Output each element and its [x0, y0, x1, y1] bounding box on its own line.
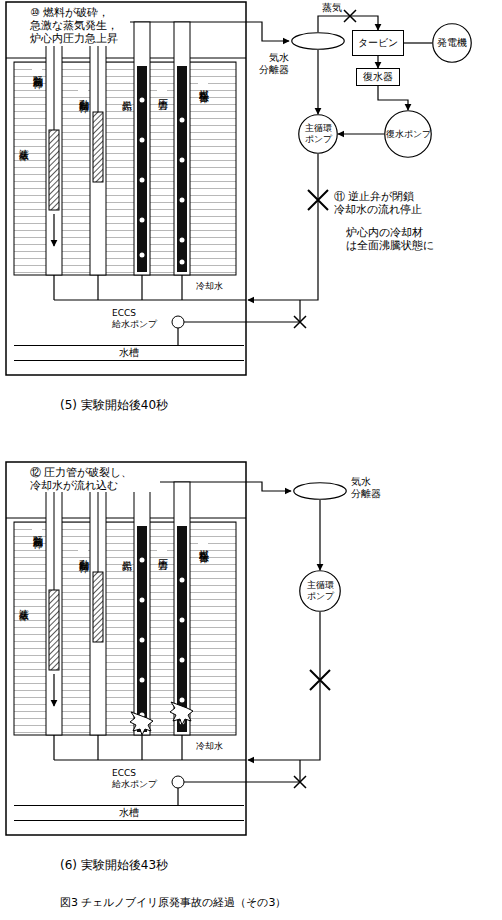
component-label: タービン	[358, 37, 398, 49]
component-label: 気水 分離器	[351, 476, 383, 500]
rupture-burst	[170, 702, 193, 725]
outlet-pipe	[236, 22, 289, 41]
part-label: 圧力管	[157, 550, 167, 555]
outline-shape	[291, 32, 345, 50]
part-label: 緊急制御棒	[32, 66, 42, 73]
water-tank: 水槽	[14, 805, 244, 821]
callout-note: ⑪ 逆止弁が閉鎖 冷却水の流れ停止	[334, 190, 459, 216]
rupture-burst	[130, 712, 153, 735]
condenser-box: 復水器	[356, 68, 400, 86]
outline-ellipse	[294, 483, 347, 500]
reactor-panel-6	[6, 462, 306, 835]
coolant-pipe	[248, 612, 320, 760]
outline-shape	[293, 482, 347, 500]
outline-ellipse	[292, 33, 345, 50]
pipe-connector	[377, 56, 378, 68]
pipe-connector	[319, 500, 320, 570]
figure-caption: 図3 チェルノブイリ原発事故の経過（その3）	[60, 896, 287, 909]
part-label: ECCS 給水ポンプ	[112, 768, 170, 790]
component-label: 気水 分離器	[257, 52, 289, 76]
part-label: 燃料集合体	[198, 80, 208, 87]
separator-drum: 気水 分離器	[291, 32, 345, 50]
part-label: 自動制御棒	[78, 550, 88, 557]
pump-symbol: 主循環 ポンプ	[298, 114, 338, 154]
reactor-panel-5	[6, 2, 306, 375]
outline-ellipse	[433, 24, 472, 63]
part-label: ECCS 給水ポンプ	[112, 308, 170, 330]
panel-caption: (6) 実験開始後43秒	[60, 858, 168, 872]
part-label: 緊急制御棒	[32, 526, 42, 533]
part-label: 黒鉛	[121, 552, 131, 556]
callout-note: ⑫ 圧力管が破裂し、 冷却水が流れ込む	[30, 466, 160, 492]
coolant-pipe	[248, 154, 318, 300]
component-label: 復水器	[363, 71, 393, 83]
pump-symbol: 主循環 ポンプ	[299, 570, 341, 612]
part-label: 燃料集合体	[198, 540, 208, 547]
water-tank: 水槽	[14, 345, 244, 361]
part-label: 遮蔽体	[18, 600, 28, 605]
outlet-pipe	[236, 482, 291, 491]
component-label: 主循環 ポンプ	[303, 580, 337, 602]
separator-drum: 気水 分離器	[293, 482, 347, 500]
part-label: 遮蔽体	[18, 140, 28, 145]
outline-ellipse	[299, 115, 338, 154]
callout-note: 炉心内の冷却材 は全面沸騰状態に	[346, 226, 461, 252]
generator-circle: 発電機	[432, 23, 472, 63]
pump-symbol: 復水ポンプ	[384, 110, 432, 158]
component-label: 復水ポンプ	[386, 129, 431, 139]
component-label: 発電機	[437, 37, 467, 49]
part-label: 圧力管	[157, 90, 167, 95]
component-label: 水槽	[119, 807, 139, 819]
pipe-connector	[378, 86, 408, 110]
pipe-connector	[404, 42, 432, 43]
pipe-connector	[338, 133, 384, 134]
component-label: 水槽	[119, 347, 139, 359]
pipe-connector	[317, 50, 318, 114]
component-label: 主循環 ポンプ	[301, 123, 335, 145]
part-label: 黒鉛	[121, 92, 131, 96]
part-label: 冷却水	[196, 741, 223, 752]
panel-caption: (5) 実験開始後40秒	[60, 398, 168, 412]
part-label: 自動制御棒	[78, 90, 88, 97]
callout-note: ⑩ 燃料が破砕， 急激な蒸気発生， 炉心内圧力急上昇	[30, 6, 130, 46]
outline-ellipse	[385, 111, 432, 158]
check-valve-closed	[308, 190, 328, 210]
part-label: 冷却水	[196, 281, 223, 292]
turbine-box: タービン	[352, 30, 404, 56]
check-valve-closed	[310, 670, 330, 690]
outline-ellipse	[300, 571, 341, 612]
edge-label: 蒸気	[322, 2, 342, 14]
